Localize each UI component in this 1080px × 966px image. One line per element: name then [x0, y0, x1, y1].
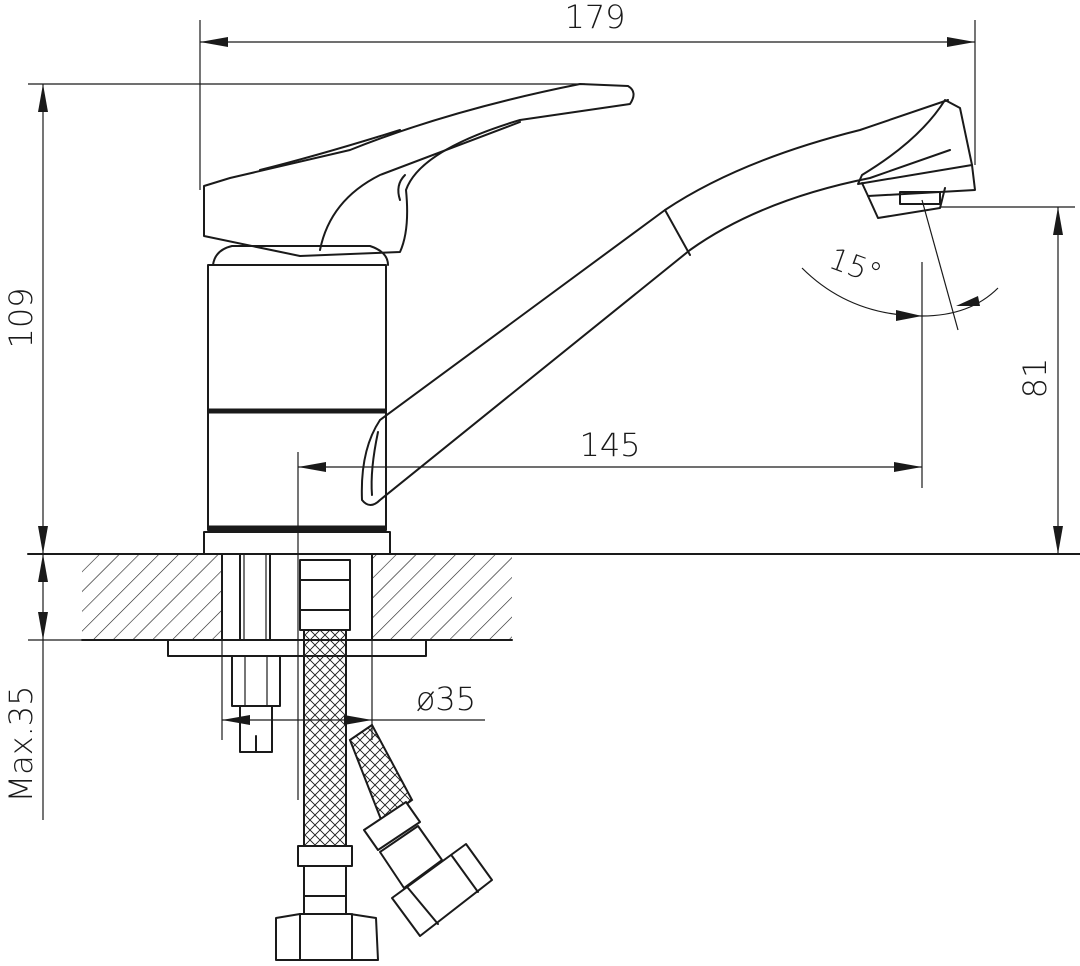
dimension-overall-length: 179 [199, 0, 976, 190]
lever-handle [203, 83, 635, 257]
dimension-max-counter-thickness: Max.35 [2, 554, 82, 820]
dimension-spout-reach: 145 [297, 262, 923, 800]
spout-reach-label: 145 [579, 426, 640, 464]
hole-diameter-label: ø35 [416, 680, 476, 718]
mounting-hardware [167, 553, 427, 753]
overall-height-label: 109 [2, 287, 40, 348]
faucet-body [203, 245, 391, 555]
dimension-overall-height: 109 [2, 83, 585, 554]
countertop-section [27, 553, 1080, 641]
dimension-spout-height: 81 [940, 206, 1075, 554]
supply-hoses [275, 559, 493, 961]
dimension-spout-angle: 15° [801, 199, 999, 331]
max-counter-thickness-label: Max.35 [2, 685, 40, 802]
spout [360, 99, 976, 506]
overall-length-label: 179 [564, 0, 625, 36]
dimension-hole-diameter: ø35 [221, 640, 485, 740]
spout-height-label: 81 [1016, 358, 1054, 399]
spout-angle-label: 15° [824, 242, 886, 293]
